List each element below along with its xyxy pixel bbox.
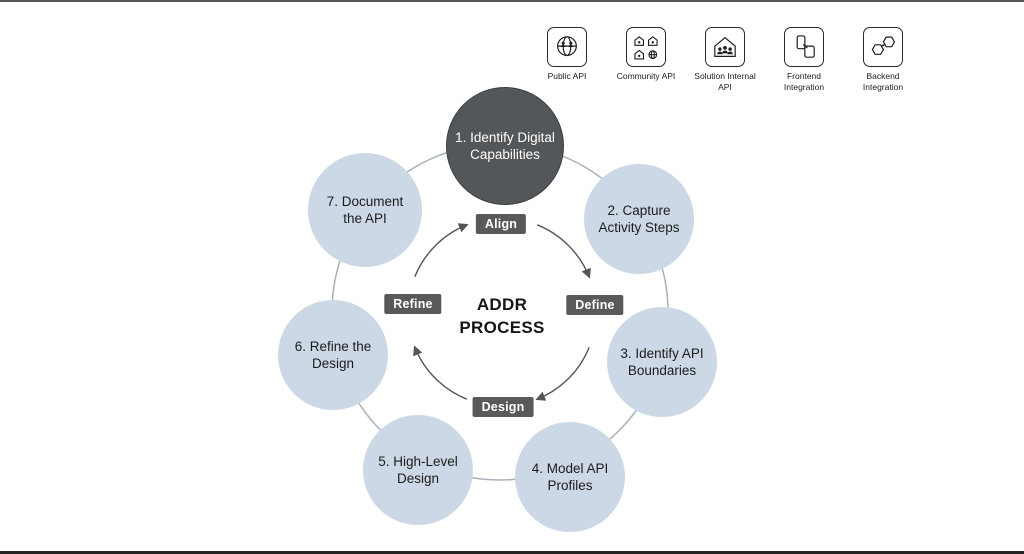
phase-label: Align [484,217,518,231]
bottom-border [0,551,1024,554]
hexagons-link-icon [863,27,903,67]
globe-users-icon [547,27,587,67]
legend-item-solution-internal-api: Solution Internal API [694,27,756,92]
legend-item-label: Public API [547,71,587,81]
arrow-refine-to-align [414,223,469,278]
devices-link-icon [784,27,824,67]
top-border [0,0,1024,2]
step-circle-model-api-profiles: 4. Model API Profiles [515,422,625,532]
diagram-title: ADDR PROCESS [459,294,544,340]
legend-item-label: Backend Integration [862,71,904,92]
legend-item-label: Solution Internal API [694,71,756,92]
step-circle-high-level-design: 5. High-Level Design [363,415,473,525]
step-label: 1. Identify Digital Capabilities [455,129,555,162]
arrow-align-to-define [536,224,591,279]
diagram-title-line1: ADDR [476,295,528,315]
step-label: 3. Identify API Boundaries [620,345,704,378]
arrow-define-to-design [535,346,590,401]
phase-badge-align: Align [475,214,527,234]
phase-label: Design [481,400,525,414]
diagram-title-line2: PROCESS [459,318,545,337]
legend-item-community-api: Community API [615,27,677,82]
legend-item-backend-integration: Backend Integration [852,27,914,92]
step-circle-refine-the-design: 6. Refine the Design [278,300,388,410]
community-houses-icon [626,27,666,67]
legend-item-label: Frontend Integration [783,71,825,92]
phase-label: Define [575,298,615,312]
legend-item-frontend-integration: Frontend Integration [773,27,835,92]
step-circle-identify-api-boundaries: 3. Identify API Boundaries [607,307,717,417]
step-label: 5. High-Level Design [378,453,458,486]
step-label: 6. Refine the Design [294,338,372,371]
legend-item-public-api: Public API [536,27,598,82]
api-styles-legend: Public API Community API [536,27,914,92]
step-circle-capture-activity-steps: 2. Capture Activity Steps [584,164,694,274]
phase-badge-design: Design [472,397,534,417]
phase-label: Refine [393,297,433,311]
step-label: 7. Document the API [326,193,404,226]
phase-badge-refine: Refine [384,294,442,314]
house-team-icon [705,27,745,67]
step-circle-identify-digital-capabilities: 1. Identify Digital Capabilities [446,87,564,205]
arrow-design-to-refine [413,345,468,400]
phase-badge-define: Define [566,295,624,315]
legend-item-label: Community API [616,71,676,81]
step-label: 4. Model API Profiles [531,460,609,493]
step-circle-document-the-api: 7. Document the API [308,153,422,267]
step-label: 2. Capture Activity Steps [598,202,680,235]
